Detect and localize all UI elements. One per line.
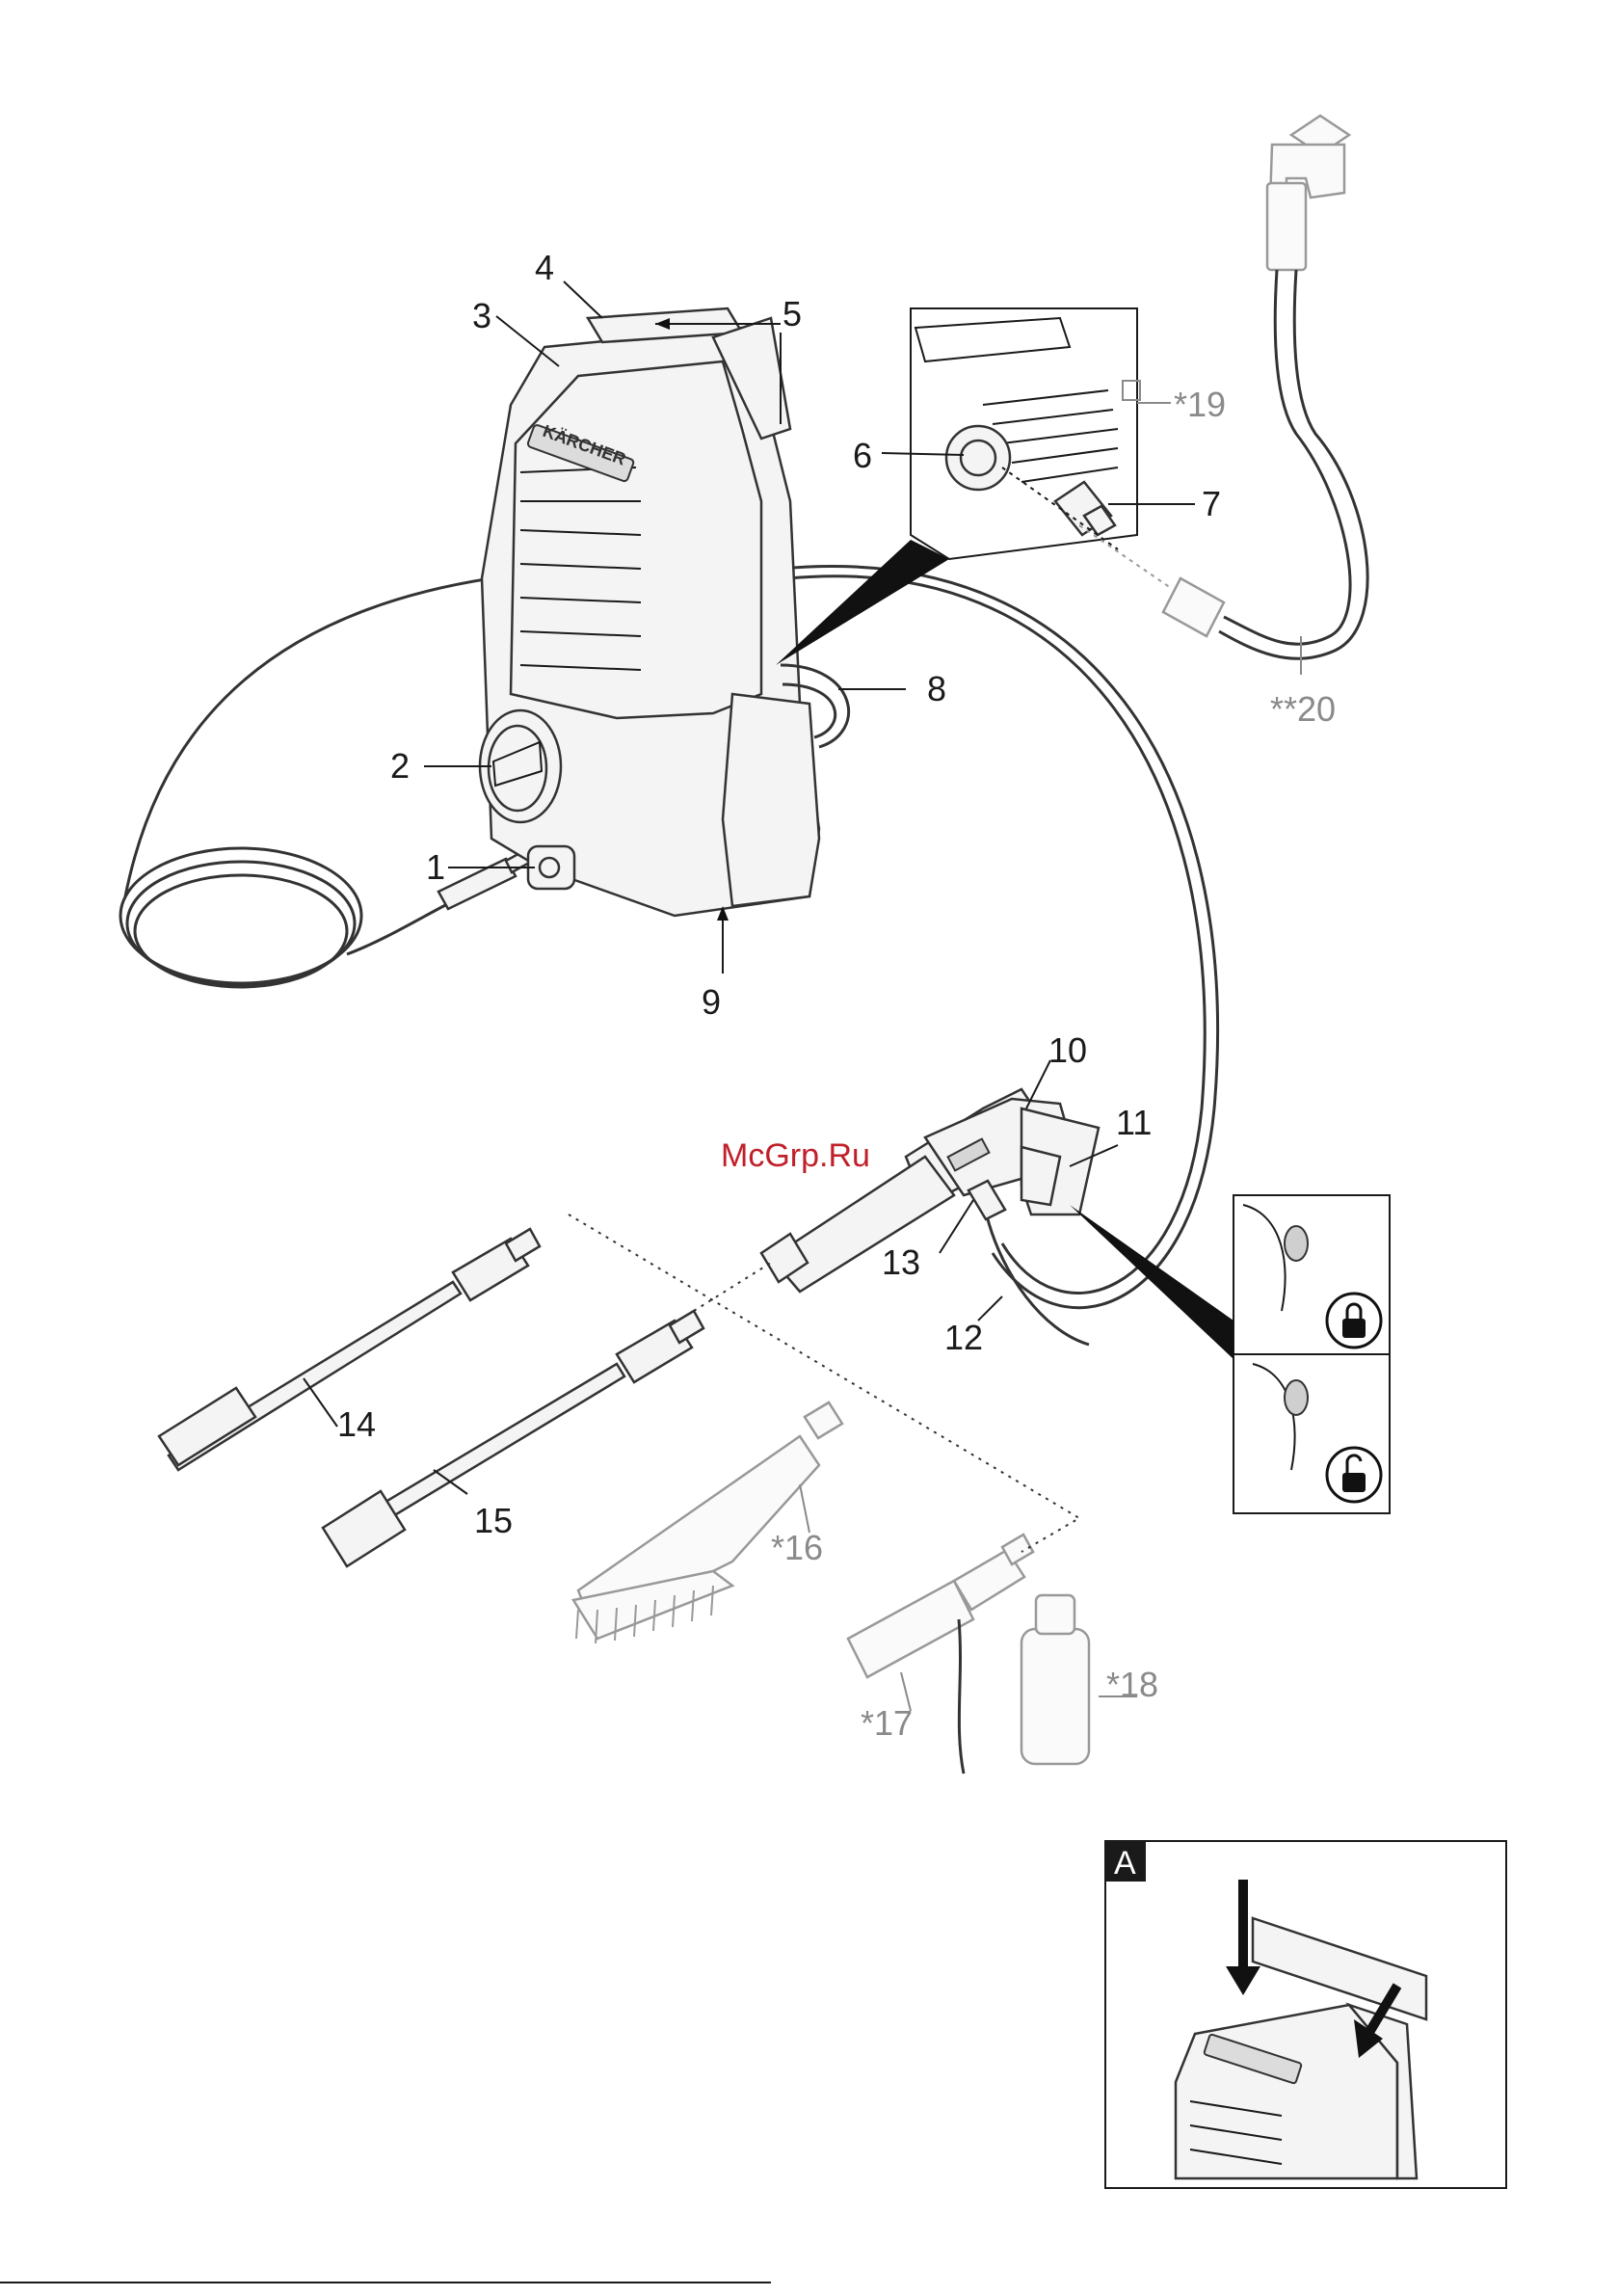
label-12: 12 [944,1318,983,1357]
label-9: 9 [702,982,721,1022]
label-1: 1 [426,847,445,887]
hose-arc [781,566,1218,1307]
wash-brush [573,1402,842,1643]
label-14: 14 [337,1404,376,1444]
label-13: 13 [882,1242,920,1282]
high-pressure-outlet [528,846,574,889]
label-20: **20 [1270,689,1336,729]
watermark: McGrp.Ru [721,1137,870,1174]
label-8: 8 [927,669,946,708]
label-19: *19 [1174,385,1226,424]
inset-trigger-lock [1070,1195,1390,1513]
hose-coil [120,578,533,987]
inset-a-letter: A [1114,1845,1136,1882]
label-16: *16 [771,1528,823,1567]
label-4: 4 [535,248,554,287]
trigger-gun [761,1089,1099,1345]
label-15: 15 [474,1501,513,1540]
inset-water-inlet [776,308,1140,665]
lock-closed-icon [1327,1294,1381,1348]
pressure-washer-unit [480,308,849,916]
label-18: *18 [1106,1665,1158,1704]
pressure-dial [480,710,561,822]
label-17: *17 [861,1703,913,1743]
label-11: 11 [1116,1103,1152,1142]
label-3: 3 [472,296,491,335]
label-6: 6 [853,436,872,475]
label-5: 5 [782,294,802,334]
lock-open-icon [1327,1448,1381,1502]
label-10: 10 [1048,1030,1087,1070]
detergent-bottle [1021,1595,1089,1764]
inset-a: A [1105,1841,1506,2188]
callout-labels: 4 3 5 6 7 8 2 1 9 10 11 13 12 14 15 *19 … [337,248,1336,1743]
label-2: 2 [390,746,410,786]
spray-lance-15 [323,1311,703,1566]
water-inlet-adapter [1055,482,1115,535]
label-7: 7 [1202,484,1221,523]
